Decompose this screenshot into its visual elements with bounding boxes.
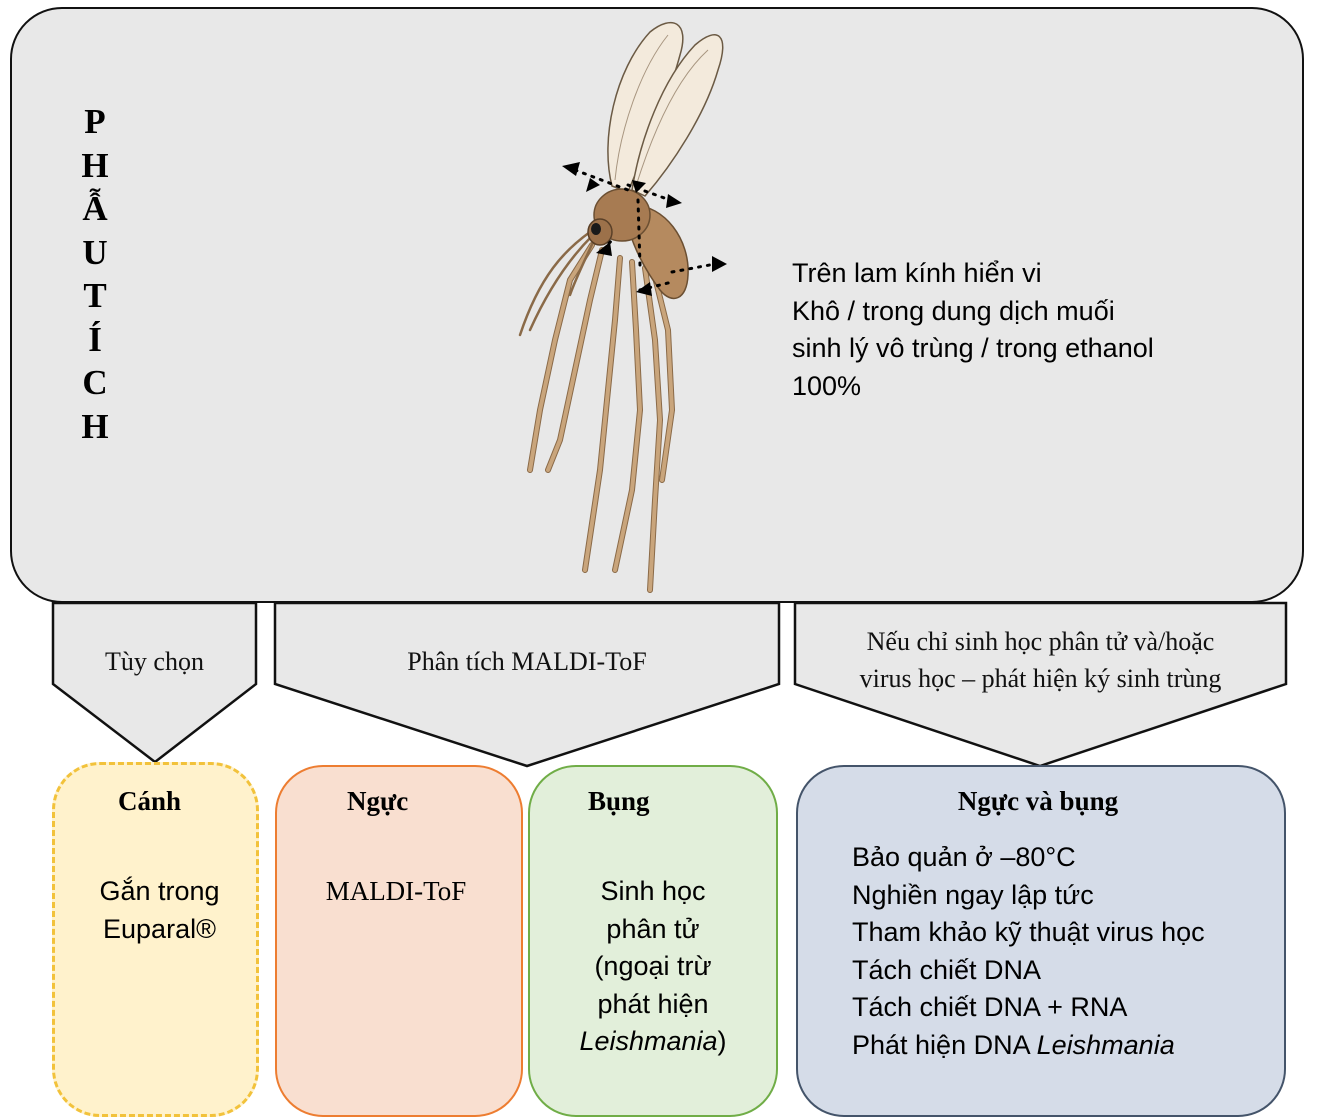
wing-box-title: Cánh <box>52 786 247 817</box>
wing-body-line: Gắn trong <box>52 873 267 911</box>
thorax-box <box>275 765 523 1117</box>
closing-paren: ) <box>718 1026 727 1056</box>
abdomen-body-line: Leishmania) <box>528 1023 778 1061</box>
abdomen-body-line: Sinh học <box>528 873 778 911</box>
combined-body-line: Bảo quản ở –80°C <box>852 839 1282 877</box>
dna-detection-prefix: Phát hiện DNA <box>852 1030 1037 1060</box>
optional-arrow-label: Tùy chọn <box>53 643 256 680</box>
combined-body-line: Phát hiện DNA Leishmania <box>852 1027 1282 1065</box>
abdomen-body-line: phát hiện <box>528 986 778 1024</box>
wing-body-line: Euparal® <box>52 911 267 949</box>
combined-body-line: Tách chiết DNA <box>852 952 1282 990</box>
optional-arrow-shape <box>53 603 256 762</box>
abdomen-body-line: phân tử <box>528 911 778 949</box>
leishmania-italic: Leishmania <box>1037 1030 1175 1060</box>
thorax-abdomen-box-body: Bảo quản ở –80°C Nghiền ngay lập tức Tha… <box>852 839 1282 1064</box>
molecular-label-line: Nếu chỉ sinh học phân tử và/hoặc <box>795 623 1286 660</box>
abdomen-box-title: Bụng <box>588 786 650 817</box>
thorax-box-title: Ngực <box>347 786 408 817</box>
molecular-arrow-label: Nếu chỉ sinh học phân tử và/hoặc virus h… <box>795 623 1286 697</box>
abdomen-body-line: (ngoại trừ <box>528 948 778 986</box>
maldi-arrow-label: Phân tích MALDI-ToF <box>275 643 779 680</box>
abdomen-box-body: Sinh học phân tử (ngoại trừ phát hiện Le… <box>528 873 778 1061</box>
combined-body-line: Tham khảo kỹ thuật virus học <box>852 914 1282 952</box>
thorax-abdomen-box-title: Ngực và bụng <box>796 786 1280 817</box>
molecular-label-line: virus học – phát hiện ký sinh trùng <box>795 660 1286 697</box>
maldi-arrow-shape <box>275 603 779 766</box>
wing-box-body: Gắn trong Euparal® <box>52 873 267 948</box>
combined-body-line: Tách chiết DNA + RNA <box>852 989 1282 1027</box>
combined-body-line: Nghiền ngay lập tức <box>852 877 1282 915</box>
thorax-box-body: MALDI-ToF <box>275 876 517 907</box>
leishmania-italic: Leishmania <box>579 1026 717 1056</box>
